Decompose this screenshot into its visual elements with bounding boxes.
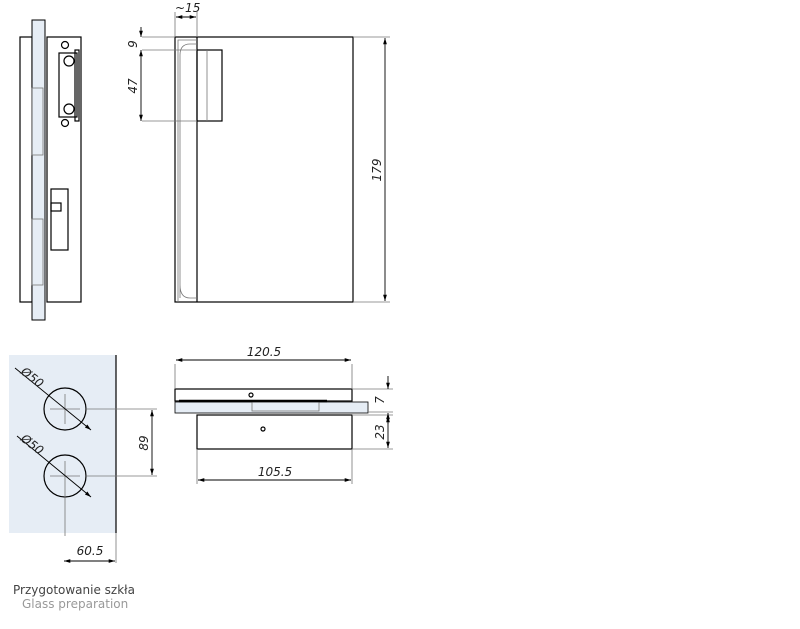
dimension-edge-distance: 60.5 [77,544,104,558]
side-view [19,19,82,321]
dimension-total-height: 179 [370,159,384,182]
dimension-body-width: 105.5 [258,465,292,479]
screw-icon [60,40,70,50]
dimension-block-height: 47 [126,78,140,94]
caption-title-pl: Przygotowanie szkła [13,583,135,597]
dimension-hole-spacing: 89 [137,435,151,450]
caption-title-en: Glass preparation [22,597,128,611]
dimension-top-offset: 9 [126,40,140,48]
front-view: ~15 9 47 179 [126,1,390,303]
dimension-approx-width: ~15 [175,1,200,15]
dimension-body-thickness: 23 [373,424,387,439]
dimension-plate-thickness: 7 [373,396,387,404]
top-view: 120.5 105.5 7 23 [174,345,393,484]
dimension-top-width: 120.5 [247,345,281,359]
glass-preparation-view: Ø50 Ø50 89 60.5 [9,355,157,563]
